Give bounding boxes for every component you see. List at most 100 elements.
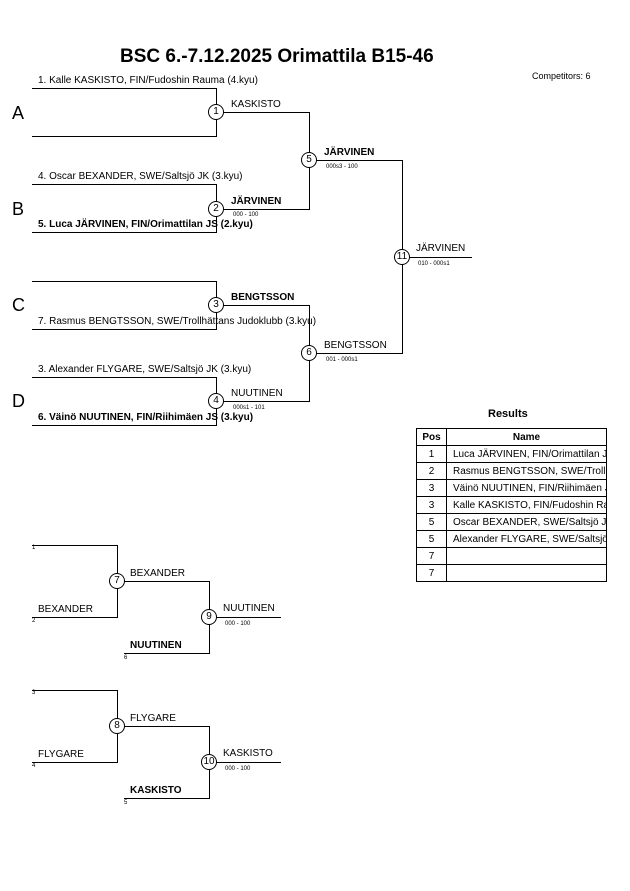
bracket-line [209, 762, 281, 763]
match-number: 6 [301, 345, 317, 361]
entry-b2: 5. Luca JÄRVINEN, FIN/Orimattilan JS (2.… [38, 219, 253, 230]
bracket-line [117, 581, 209, 582]
rep-entry: FLYGARE [38, 749, 84, 760]
seed-number: 2 [32, 618, 36, 624]
result-pos: 3 [416, 496, 447, 514]
page-title: BSC 6.-7.12.2025 Orimattila B15-46 [120, 46, 434, 67]
pool-label-a: A [12, 103, 25, 123]
bracket-line [32, 617, 117, 618]
results-row: 7 [416, 547, 607, 565]
bracket-line [208, 232, 217, 233]
bracket-line [32, 281, 208, 282]
bracket-line [309, 353, 402, 354]
match-score: 000 - 100 [225, 621, 251, 627]
bracket-line [208, 281, 217, 282]
match-winner: NUUTINEN [223, 603, 275, 614]
match-score: 000s1 - 101 [233, 405, 265, 411]
match-score: 000 - 100 [233, 212, 259, 218]
match-number: 7 [109, 573, 125, 589]
pool-label-c: C [12, 295, 25, 315]
match-winner: FLYGARE [130, 713, 176, 724]
match-number: 5 [301, 152, 317, 168]
rep-opponent: KASKISTO [130, 785, 182, 796]
entry-b1: 4. Oscar BEXANDER, SWE/Saltsjö JK (3.kyu… [38, 171, 243, 182]
result-pos: 7 [416, 564, 447, 582]
bracket-line [32, 377, 208, 378]
result-pos: 2 [416, 462, 447, 480]
results-col-pos: Pos [416, 428, 447, 446]
bracket-line [208, 425, 217, 426]
result-name: Oscar BEXANDER, SWE/Saltsjö JK [446, 513, 607, 531]
match-number: 11 [394, 249, 410, 265]
bracket-line [209, 617, 281, 618]
seed-number: 3 [32, 690, 36, 696]
bracket-line [32, 425, 208, 426]
bracket-line [32, 184, 208, 185]
match-winner: KASKISTO [231, 99, 281, 110]
match-number: 10 [201, 754, 217, 770]
seed-number: 5 [124, 800, 128, 806]
result-name: Luca JÄRVINEN, FIN/Orimattilan JS [446, 445, 607, 463]
bracket-line [208, 329, 217, 330]
pool-label-b: B [12, 199, 25, 219]
bracket-line [208, 377, 217, 378]
result-name: Alexander FLYGARE, SWE/Saltsjö JK [446, 530, 607, 548]
bracket-line [216, 112, 309, 113]
match-number: 9 [201, 609, 217, 625]
bracket-line [32, 690, 117, 691]
bracket-line [32, 329, 208, 330]
bracket-line [208, 136, 217, 137]
rep-opponent: NUUTINEN [130, 640, 182, 651]
match-winner: BENGTSSON [231, 292, 295, 303]
rep-entry: BEXANDER [38, 604, 94, 615]
result-name: Rasmus BENGTSSON, SWE/Trollhättans Judok… [446, 462, 607, 480]
match-winner: KASKISTO [223, 748, 273, 759]
match-winner: NUUTINEN [231, 388, 283, 399]
result-pos: 5 [416, 530, 447, 548]
results-header-row: Pos Name [416, 428, 607, 446]
bracket-line [32, 762, 117, 763]
match-winner: JÄRVINEN [231, 196, 282, 207]
match-number: 1 [208, 104, 224, 120]
match-score: 000 - 100 [225, 766, 251, 772]
bracket-line [216, 401, 309, 402]
bracket-line [124, 653, 209, 654]
match-number: 2 [208, 201, 224, 217]
match-number: 4 [208, 393, 224, 409]
bracket-line [208, 88, 217, 89]
bracket-line [32, 88, 208, 89]
result-pos: 5 [416, 513, 447, 531]
seed-number: 1 [32, 545, 36, 551]
bracket-line [216, 209, 309, 210]
result-name: Väinö NUUTINEN, FIN/Riihimäen JS [446, 479, 607, 497]
competitors-count: Competitors: 6 [532, 71, 591, 81]
bracket-line [124, 798, 209, 799]
entry-d2: 6. Väinö NUUTINEN, FIN/Riihimäen JS (3.k… [38, 412, 254, 423]
results-row: 7 [416, 564, 607, 582]
result-name: Kalle KASKISTO, FIN/Fudoshin Rauma [446, 496, 607, 514]
entry-a1: 1. Kalle KASKISTO, FIN/Fudoshin Rauma (4… [38, 75, 258, 86]
match-winner: BENGTSSON [324, 340, 387, 351]
seed-number: 4 [32, 763, 36, 769]
match-score: 001 - 000s1 [326, 357, 358, 363]
bracket-line [216, 305, 309, 306]
result-pos: 7 [416, 547, 447, 565]
seed-number: 6 [124, 655, 128, 661]
final-score: 010 - 000s1 [418, 261, 450, 267]
bracket-line [32, 232, 208, 233]
result-pos: 1 [416, 445, 447, 463]
entry-c2: 7. Rasmus BENGTSSON, SWE/Trollhättans Ju… [38, 316, 317, 327]
results-col-name: Name [446, 428, 607, 446]
bracket-line [402, 257, 472, 258]
match-score: 000s3 - 100 [326, 164, 358, 170]
bracket-line [208, 184, 217, 185]
bracket-line [117, 726, 209, 727]
